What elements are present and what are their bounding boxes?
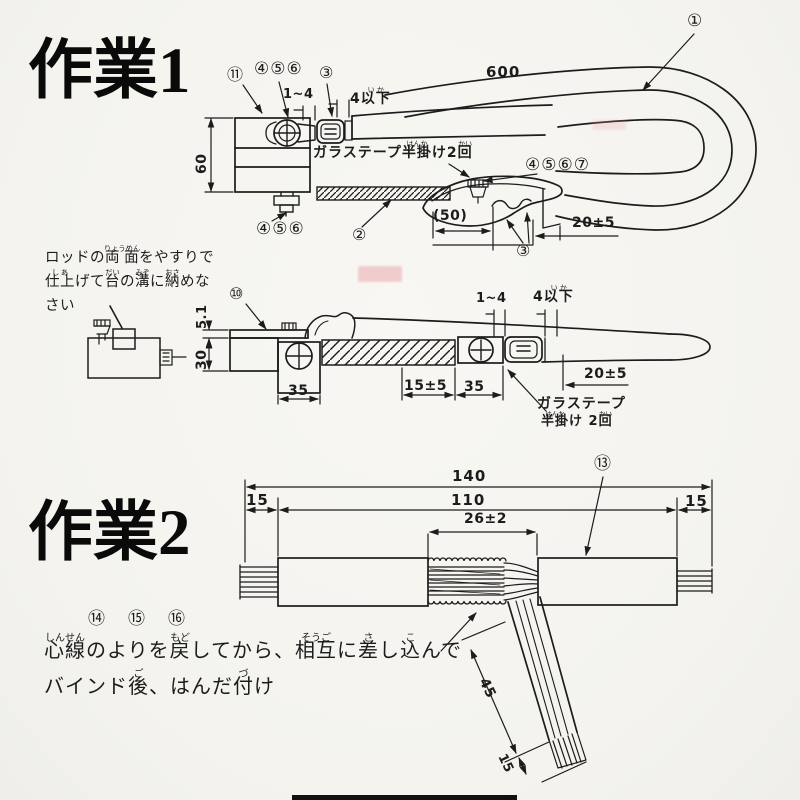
note-work2-line1: しんせん心線のよりをもど戻してから、そうご相互にさ差しこ込んで xyxy=(44,633,463,662)
callout-456-top: ④⑤⑥ xyxy=(254,59,303,79)
dim-35-left: 35 xyxy=(288,383,309,399)
eyelet-screw-top xyxy=(265,119,316,147)
callout-4567: ④⑤⑥⑦ xyxy=(525,155,590,175)
dim-110: 110 xyxy=(451,491,486,509)
note-work1-line1: ロッドのりょうめん両 面をやすりで xyxy=(45,245,215,266)
callout-3-bottom: ③ xyxy=(516,241,532,260)
dim-35-left-lines xyxy=(277,394,321,405)
left-wire-strands xyxy=(239,564,279,600)
work1-top-view-drawing xyxy=(204,33,757,251)
left-cable-sheath xyxy=(277,557,429,607)
dim-30-lines xyxy=(202,339,229,372)
work2-splice-drawing xyxy=(239,476,713,783)
dim-50: (50) xyxy=(433,208,468,224)
callout-14: ⑭ xyxy=(88,609,106,629)
callout-2: ② xyxy=(352,225,368,244)
wire-tail-side xyxy=(352,317,711,363)
wire-segment-top xyxy=(351,104,553,140)
terminal-block-top xyxy=(234,117,311,193)
callout-456-bottom: ④⑤⑥ xyxy=(256,219,305,239)
callout-10: ⑩ xyxy=(229,284,245,303)
leader-lines-bottom xyxy=(440,476,604,652)
dim-20pm5-top: 20±5 xyxy=(572,215,615,231)
gap-ticks-4max-side xyxy=(536,309,558,337)
dim-20pm5-top-lines xyxy=(532,219,619,245)
leader-lines-top xyxy=(242,33,695,244)
flat-plate-side xyxy=(229,329,309,339)
callout-15: ⑮ xyxy=(128,609,146,629)
callout-16: ⑯ xyxy=(168,609,186,629)
crimp-fold-side xyxy=(304,312,356,339)
scan-edge-mark xyxy=(292,795,517,800)
wire-loop xyxy=(384,66,757,231)
strand-fan xyxy=(503,562,539,601)
note-work2-line2: バインドご後、はんだづ付け xyxy=(44,669,275,698)
dim-1-4-side: 1~4 xyxy=(476,291,507,306)
bolt-under-block xyxy=(273,191,300,217)
bound-splice-section xyxy=(427,557,507,605)
dim-15pm5-35-lines xyxy=(401,365,504,401)
callout-3-top: ③ xyxy=(319,63,335,82)
callout-11: ⑪ xyxy=(227,65,245,84)
glass-tape-side-line1: ガラステープ xyxy=(537,396,626,412)
eyelet-plate-left-side xyxy=(277,341,321,394)
callout-13: ⑬ xyxy=(594,454,612,474)
right-cable-sheath xyxy=(537,557,678,606)
leader-lines-side xyxy=(245,303,547,412)
branch-wire xyxy=(507,596,587,769)
dim-140-lines xyxy=(244,479,713,567)
dim-15-left: 15 xyxy=(246,491,269,509)
dim-600: 600 xyxy=(486,63,521,81)
gap-ticks-1-4-side xyxy=(485,309,506,337)
dim-140: 140 xyxy=(452,467,487,485)
dim-15-branch-lines xyxy=(518,757,587,783)
dim-35-right: 35 xyxy=(464,379,485,395)
note-work1-line3: さい xyxy=(45,298,75,314)
dim-20pm5-side-lines xyxy=(562,354,629,391)
binding-rod-side xyxy=(321,339,456,366)
gap-ticks-1-4 xyxy=(293,105,316,121)
work1-side-view-drawing xyxy=(87,303,711,412)
work2-title: 作業2 xyxy=(28,497,191,569)
dim-26pm2: 26±2 xyxy=(464,511,507,527)
dim-5-1: 5.1 xyxy=(195,304,210,329)
dim-20pm5-side: 20±5 xyxy=(584,366,627,382)
small-screw-side xyxy=(281,322,297,331)
pink-scan-smudge-2 xyxy=(592,120,626,130)
right-wire-strands xyxy=(676,568,713,594)
branch-tip-strands xyxy=(548,731,587,769)
eyelet-plate-right-side xyxy=(457,336,504,364)
wire-clamp-ferrule-top xyxy=(316,119,353,144)
dim-1-4-top: 1~4 xyxy=(283,87,314,102)
pink-scan-smudge-1 xyxy=(358,266,402,282)
dim-60: 60 xyxy=(194,153,210,174)
clamp-sleeve-assembly xyxy=(422,175,563,227)
vise-figure xyxy=(87,305,187,379)
work1-title: 作業1 xyxy=(28,35,191,107)
callout-1: ① xyxy=(687,11,704,31)
note-work1-line2: し あ仕上げてだい台のみぞ溝におさ納めな xyxy=(45,269,210,290)
dim-15-right: 15 xyxy=(685,492,708,510)
dim-110-lines xyxy=(246,497,711,557)
dim-45-lines xyxy=(461,621,550,763)
wire-clamp-ferrule-side xyxy=(504,336,546,363)
dim-50-lines xyxy=(432,206,534,251)
block-side xyxy=(229,337,279,372)
dim-60-lines xyxy=(204,117,234,193)
dim-30: 30 xyxy=(194,349,210,370)
dim-26pm2-lines xyxy=(427,528,538,558)
dim-15pm5: 15±5 xyxy=(404,378,447,394)
